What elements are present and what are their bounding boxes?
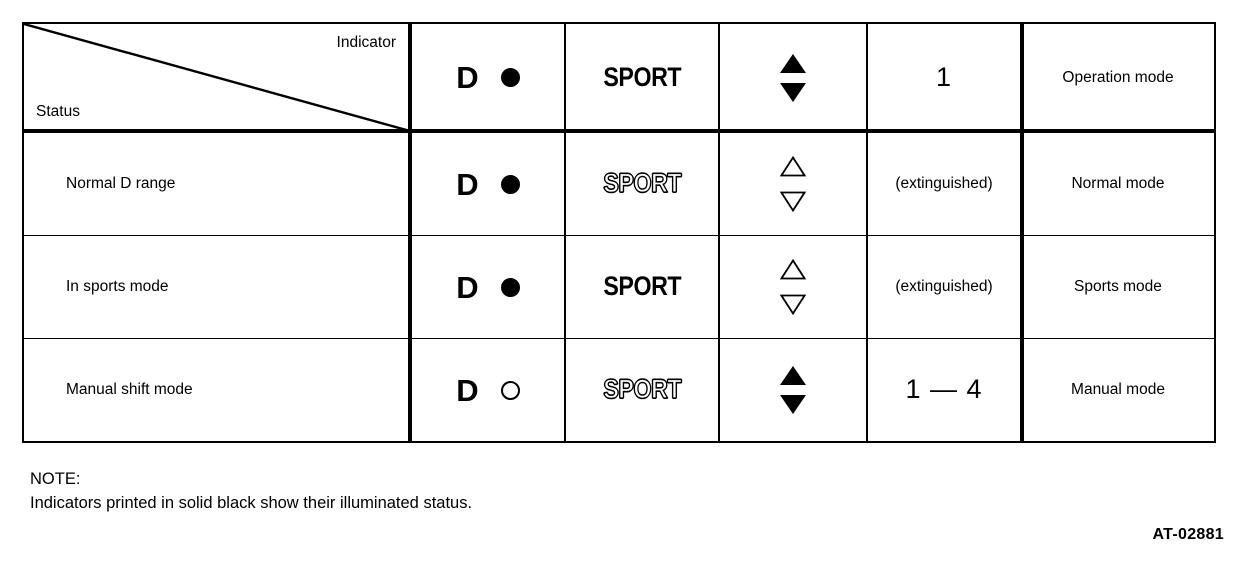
shift-arrow-group	[720, 155, 866, 213]
d-dot-icon	[500, 68, 520, 87]
d-dot-icon	[500, 380, 520, 400]
triangle-down-icon	[780, 395, 806, 414]
gear-number-value: (extinguished)	[895, 278, 993, 296]
d-letter-icon: D	[456, 166, 479, 202]
gear-number-value: 1 — 4	[905, 374, 983, 405]
cell-status: Manual shift mode	[22, 338, 412, 443]
note-body: Indicators printed in solid black show t…	[30, 493, 473, 512]
header-cell-gear-number: 1	[866, 22, 1022, 133]
operation-mode-header-label: Operation mode	[1062, 68, 1174, 86]
indicator-status-table-wrapper: Indicator Status D SPORT	[22, 22, 1216, 443]
sport-label-icon: SPORT	[603, 61, 681, 92]
operation-mode-label: Normal mode	[1071, 175, 1165, 193]
cell-shift-arrows	[718, 338, 868, 443]
d-indicator-group: D	[412, 62, 564, 93]
cell-d-indicator: D	[410, 235, 566, 339]
header-cell-sport-indicator: SPORT	[564, 22, 720, 133]
cell-gear-number: (extinguished)	[866, 131, 1022, 236]
cell-operation-mode: Sports mode	[1020, 235, 1216, 339]
cell-d-indicator: D	[410, 338, 566, 443]
d-indicator-group: D	[412, 375, 564, 406]
diagonal-divider-icon	[24, 24, 410, 131]
shift-arrow-group	[720, 53, 866, 102]
header-cell-shift-arrows	[718, 22, 868, 133]
triangle-up-icon	[779, 155, 807, 177]
header-cell-operation-mode: Operation mode	[1020, 22, 1216, 133]
d-letter-icon: D	[456, 60, 479, 95]
triangle-up-icon	[780, 53, 806, 73]
shift-arrow-group	[720, 258, 866, 316]
indicator-status-table: Indicator Status D SPORT	[22, 22, 1216, 443]
triangle-down-icon	[779, 191, 807, 213]
status-label: Normal D range	[66, 175, 176, 193]
table-row: In sports mode D SPORT	[22, 235, 1216, 339]
corner-header-cell: Indicator Status	[22, 22, 412, 133]
cell-sport-indicator: SPORT	[564, 338, 720, 443]
operation-mode-label: Manual mode	[1071, 381, 1165, 399]
figure-id-label: AT-02881	[1152, 526, 1224, 543]
status-axis-label: Status	[36, 102, 80, 120]
d-letter-icon: D	[456, 372, 479, 408]
triangle-down-icon	[780, 82, 806, 102]
cell-operation-mode: Manual mode	[1020, 338, 1216, 443]
table-header-row: Indicator Status D SPORT	[22, 22, 1216, 133]
d-dot-icon	[500, 174, 520, 194]
d-dot-icon	[500, 277, 520, 297]
note-block: NOTE: Indicators printed in solid black …	[30, 468, 472, 516]
status-label: In sports mode	[66, 278, 169, 296]
d-indicator-group: D	[412, 272, 564, 303]
cell-status: Normal D range	[22, 131, 412, 236]
indicator-axis-label: Indicator	[336, 34, 396, 51]
table-row: Normal D range D SPORT	[22, 131, 1216, 236]
cell-sport-indicator: SPORT	[564, 235, 720, 339]
cell-gear-number: 1 — 4	[866, 338, 1022, 443]
note-title: NOTE:	[30, 470, 81, 488]
d-letter-icon: D	[456, 269, 479, 305]
gear-number-value: 1	[935, 61, 953, 92]
triangle-up-icon	[780, 366, 806, 385]
sport-label-icon: SPORT	[603, 374, 682, 405]
table-row: Manual shift mode D SPORT	[22, 338, 1216, 443]
sport-label-icon: SPORT	[603, 168, 682, 199]
operation-mode-label: Sports mode	[1074, 278, 1162, 296]
cell-shift-arrows	[718, 235, 868, 339]
d-indicator-group: D	[412, 169, 564, 200]
cell-shift-arrows	[718, 131, 868, 236]
status-label: Manual shift mode	[66, 381, 193, 399]
shift-arrow-group	[720, 366, 866, 414]
cell-sport-indicator: SPORT	[564, 131, 720, 236]
triangle-up-icon	[779, 258, 807, 280]
triangle-down-icon	[779, 294, 807, 316]
cell-d-indicator: D	[410, 131, 566, 236]
cell-gear-number: (extinguished)	[866, 235, 1022, 339]
sport-label-icon: SPORT	[603, 271, 681, 302]
gear-number-value: (extinguished)	[895, 175, 993, 193]
header-cell-d-indicator: D	[410, 22, 566, 133]
cell-operation-mode: Normal mode	[1020, 131, 1216, 236]
cell-status: In sports mode	[22, 235, 412, 339]
